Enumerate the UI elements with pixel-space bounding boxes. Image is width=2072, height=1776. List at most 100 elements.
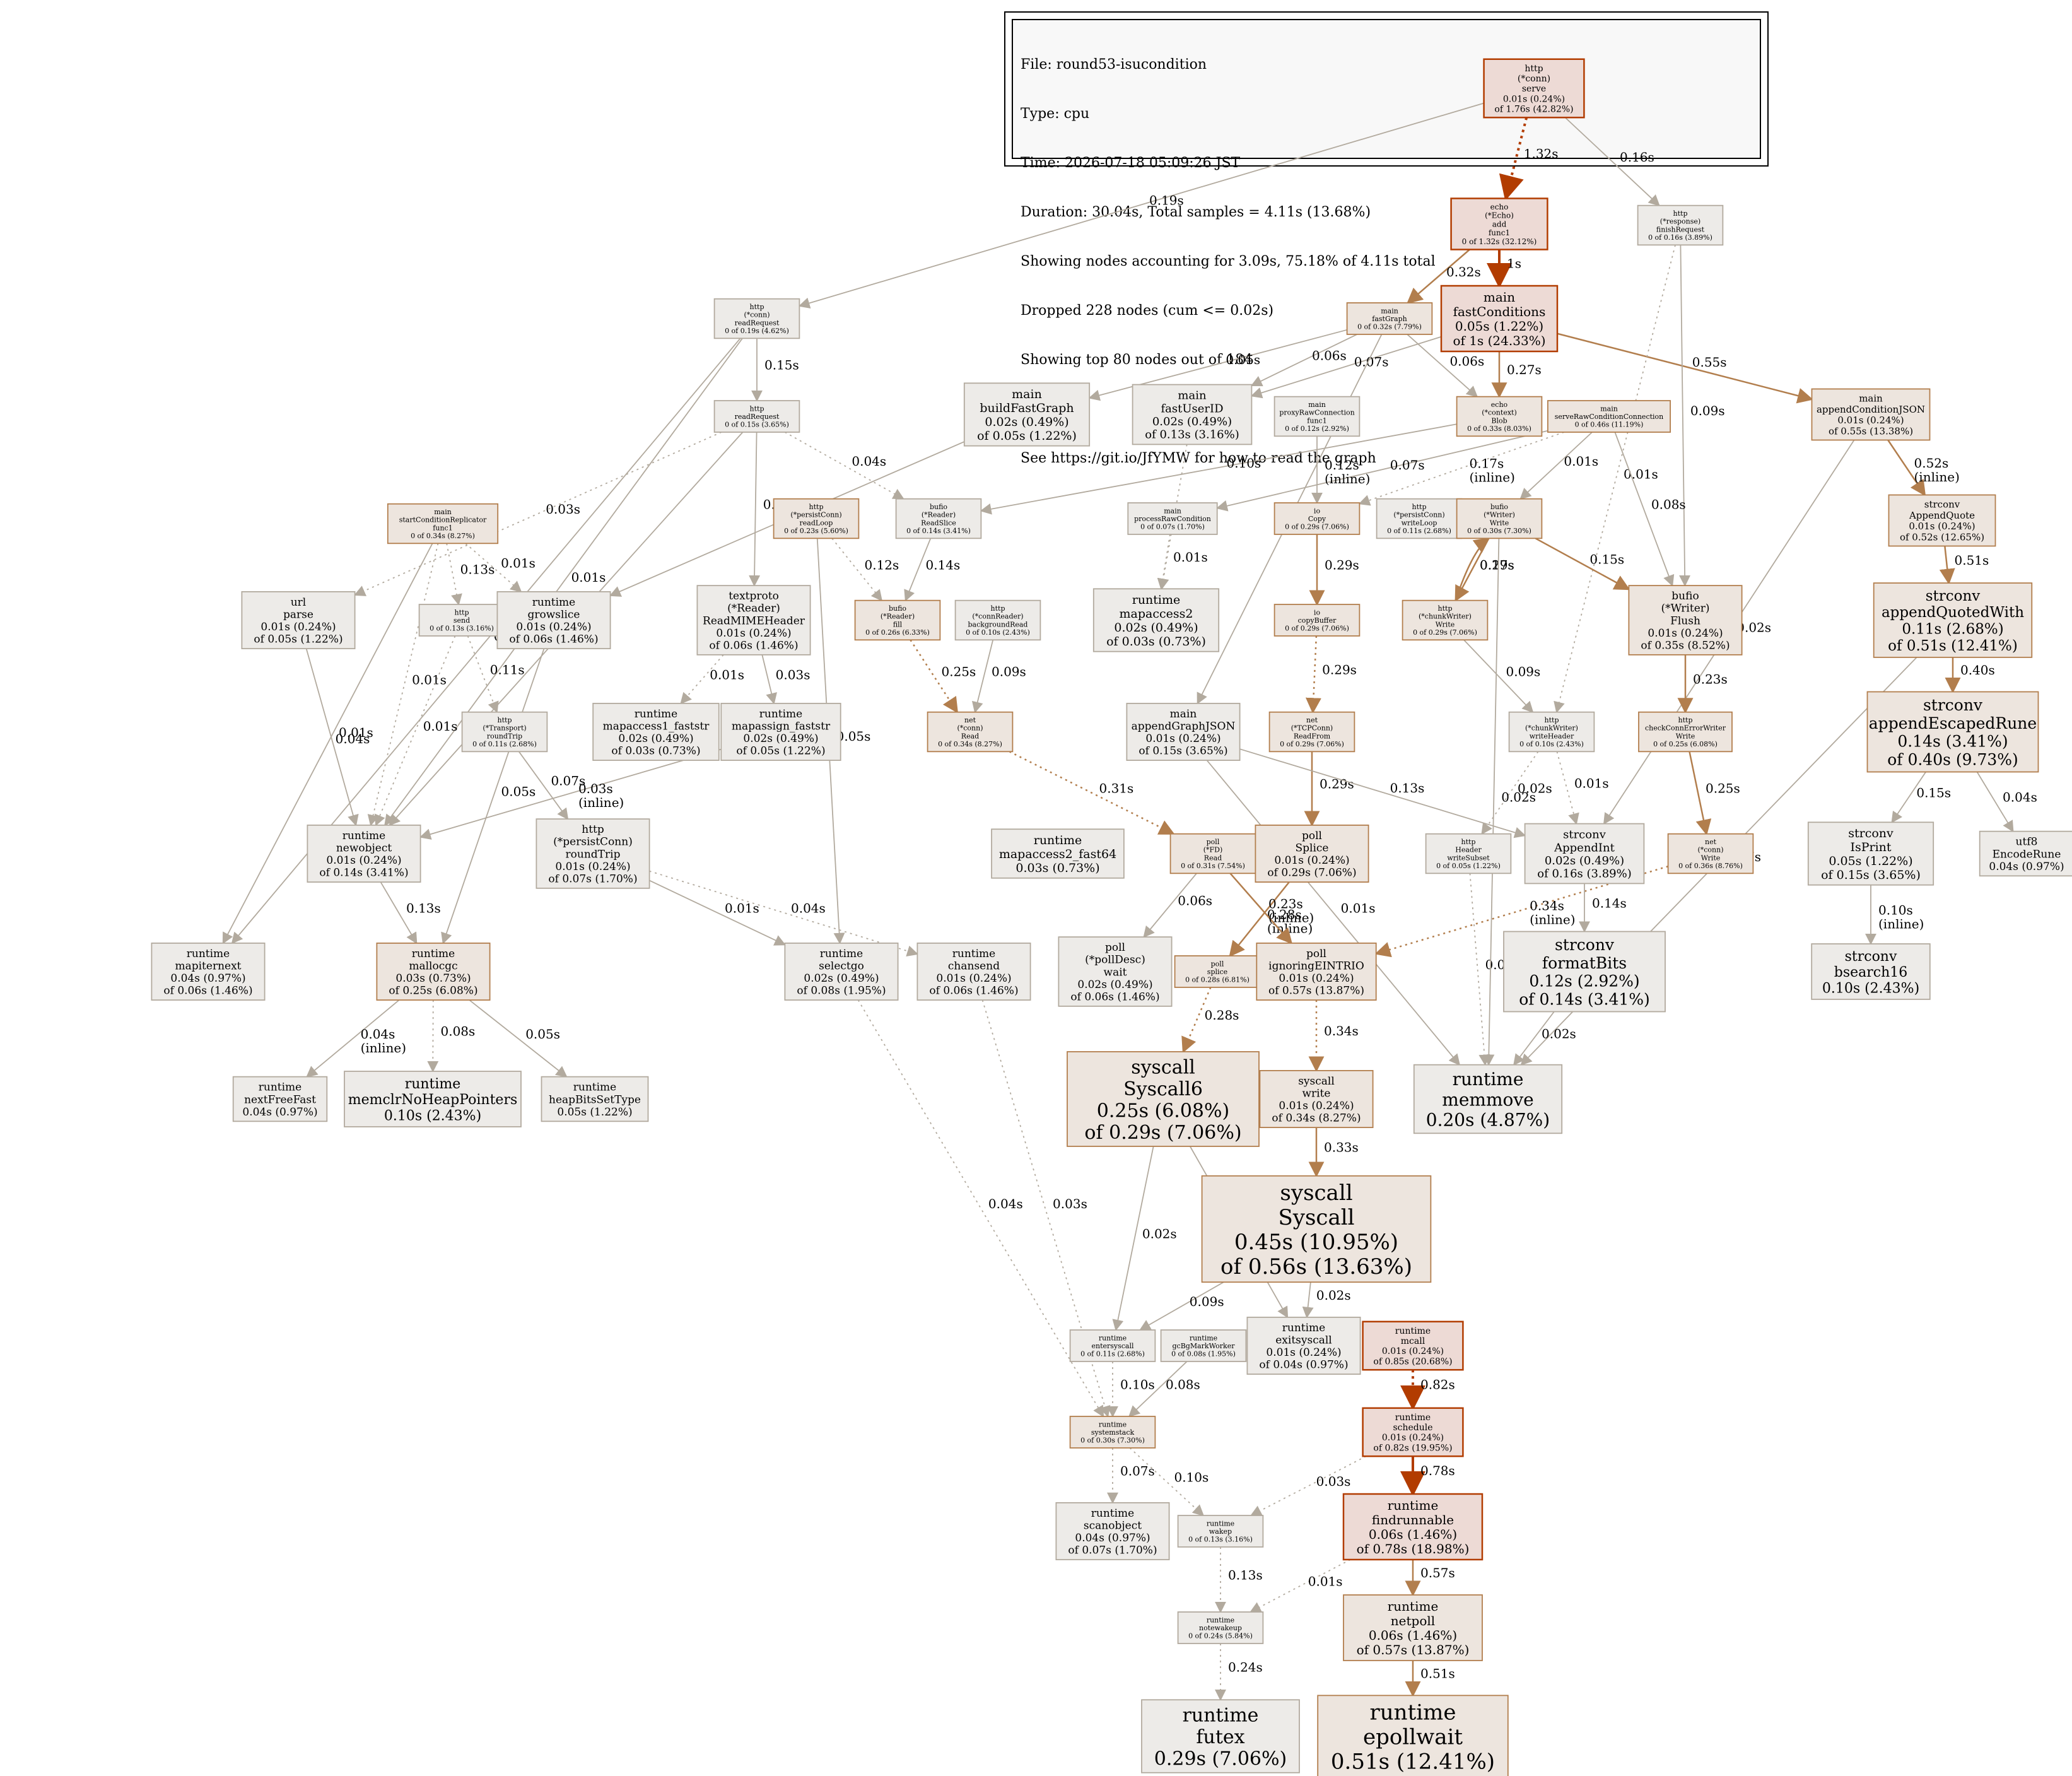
- node-label-line: 0 of 0.25s (6.08%): [1653, 740, 1718, 748]
- node-label-line: runtime: [1388, 1498, 1439, 1513]
- node-label-line: Syscall6: [1123, 1078, 1203, 1100]
- edge-line: [1891, 771, 1926, 823]
- node-label-line: of 0.05s (1.22%): [977, 429, 1077, 443]
- edge-line: [446, 543, 462, 606]
- node-label-line: 0 of 0.11s (2.68%): [1387, 527, 1451, 535]
- node-box: [773, 498, 860, 539]
- node-label-line: of 0.04s (0.97%): [1259, 1359, 1348, 1372]
- node-box: [854, 599, 941, 641]
- node-label-line: readLoop: [800, 519, 833, 527]
- node-label-line: 0 of 0.24s (5.84%): [1188, 1632, 1253, 1640]
- node-label-line: memclrNoHeapPointers: [348, 1092, 518, 1108]
- node-label-line: 0 of 0.34s (8.27%): [411, 532, 475, 540]
- edge-label: 0.01s: [1308, 1574, 1343, 1589]
- node-label-line: 0.02s (0.49%): [1077, 979, 1152, 991]
- edge-line: [518, 751, 569, 820]
- edge-label: 0.09s: [1506, 664, 1541, 679]
- node-label-line: 0 of 0.19s (4.62%): [725, 327, 789, 335]
- edge-label: (inline): [1268, 910, 1314, 926]
- node-label-line: 0.29s (7.06%): [1154, 1748, 1287, 1770]
- edge-label: 0.03s: [1316, 1474, 1351, 1489]
- node-box: [1141, 1699, 1300, 1773]
- node-label-line: 0.01s (0.24%): [260, 621, 336, 633]
- node-label-line: copyBuffer: [1298, 616, 1337, 625]
- graph-edge-appendQuote-to-appendQuotedWith: 0.51s: [1939, 546, 1989, 585]
- edge-label: 0.32s: [1446, 264, 1481, 279]
- node-label-line: (*response): [1660, 218, 1700, 226]
- node-label-line: (*Reader): [727, 603, 780, 615]
- node-box: [1256, 943, 1377, 1001]
- edge-label: 0.27s: [1507, 362, 1542, 377]
- edge-label: 0.12s: [865, 558, 899, 573]
- node-label-line: 0.05s (1.22%): [1829, 854, 1912, 868]
- node-label-line: writeHeader: [1530, 732, 1574, 740]
- node-box: [1362, 1320, 1464, 1371]
- edge-label: 0.03s: [1053, 1196, 1087, 1211]
- graph-edge-chunk_writeHeader-to-header_writeSubset: 0.02s: [1481, 751, 1552, 835]
- node-label-line: ReadMIMEHeader: [703, 615, 805, 627]
- node-label-line: of 0.25s (6.08%): [389, 985, 477, 997]
- node-box: [1092, 588, 1220, 652]
- graph-edge-serveRaw-to-bufio_flush: 0.08s: [1614, 432, 1686, 587]
- node-label-line: of 0.35s (8.52%): [1641, 639, 1730, 652]
- node-label-line: poll: [1306, 948, 1326, 960]
- graph-edge-schedule-to-wakep: 0.03s: [1250, 1455, 1367, 1516]
- node-label-line: strconv: [1563, 828, 1607, 842]
- node-label-line: 0.10s (2.43%): [1822, 980, 1919, 996]
- node-label-line: of 0.29s (7.06%): [1084, 1122, 1241, 1144]
- node-label-line: echo: [1491, 401, 1508, 409]
- node-box: [1456, 498, 1543, 539]
- edge-label: 0.55s: [1692, 355, 1727, 370]
- edge-line: [1206, 760, 1461, 1066]
- node-label-line: utf8: [2016, 836, 2038, 849]
- node-label-line: readRequest: [735, 413, 780, 421]
- node-label-line: runtime: [820, 948, 863, 960]
- node-label-line: mapaccess2_fast64: [999, 847, 1116, 861]
- edge-label: 0.82s: [1420, 1377, 1455, 1392]
- graph-edge-netpoll-to-epollwait: 0.51s: [1405, 1661, 1455, 1697]
- node-label-line: 0 of 0.31s (7.54%): [1181, 862, 1245, 870]
- node-label-line: heapBitsSetType: [549, 1093, 641, 1106]
- edge-label: 0.03s: [546, 502, 580, 517]
- node-label-line: 0.01s (0.24%): [716, 627, 791, 640]
- node-label-line: of 0.06s (1.46%): [1070, 991, 1159, 1003]
- node-label-line: runtime: [1183, 1705, 1259, 1727]
- node-label-line: of 0.06s (1.46%): [709, 639, 798, 652]
- graph-edge-entersyscall-to-systemstack: 0.10s: [1107, 1361, 1155, 1418]
- graph-edge-appendQuotedWith-to-appendEscapedRune: 0.40s: [1945, 657, 1995, 693]
- node-box: [1259, 1070, 1374, 1129]
- edge-label: 0.04s: [852, 454, 886, 469]
- edge-label: 0.31s: [1099, 781, 1134, 796]
- edge-line: [1679, 245, 1691, 587]
- edge-line: [374, 635, 456, 826]
- node-box: [241, 591, 356, 650]
- edge-label: 0.07s: [1354, 355, 1389, 370]
- node-label-line: appendEscapedRune: [1869, 714, 2037, 732]
- edge-line: [1157, 444, 1188, 591]
- graph-edge-newobject-to-mallocgc: 0.13s: [380, 881, 441, 944]
- node-label-line: 0 of 0.11s (2.68%): [1080, 1350, 1145, 1358]
- node-label-line: runtime: [573, 1081, 616, 1094]
- node-label-line: 0.01s (0.24%): [1279, 972, 1354, 985]
- graph-edge-mallocgc-to-heapBitsSetType: 0.05s: [469, 999, 568, 1078]
- node-label-line: runtime: [635, 708, 677, 720]
- node-label-line: splice: [1207, 968, 1227, 976]
- edge-line: [1519, 432, 1593, 500]
- graph-edge-wakep-to-notewakeup: 0.13s: [1215, 1546, 1263, 1613]
- node-label-line: textproto: [729, 590, 779, 603]
- node-label-line: of 0.08s (1.95%): [797, 985, 886, 997]
- edge-label: 0.08s: [1651, 497, 1686, 512]
